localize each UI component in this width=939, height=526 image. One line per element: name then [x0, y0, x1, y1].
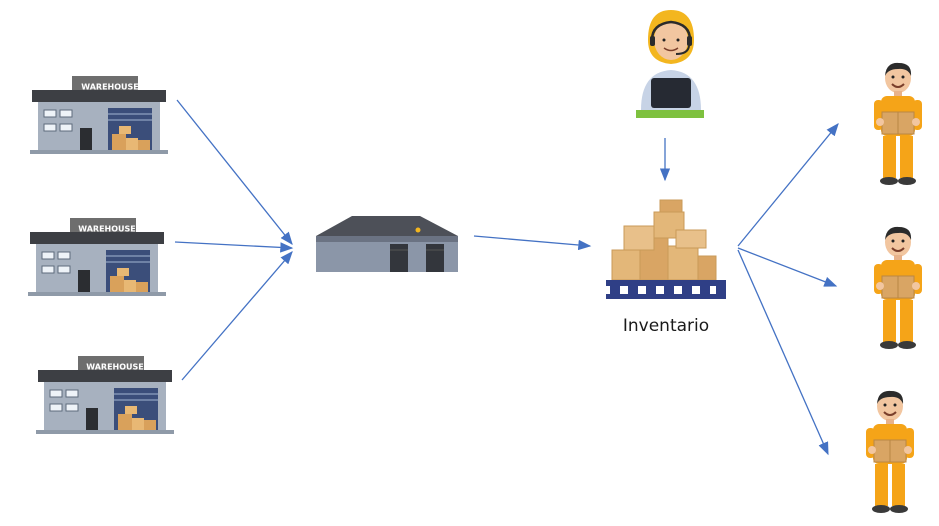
- inventory-label: Inventario: [622, 316, 710, 336]
- flow-arrows: [174, 99, 839, 456]
- arrow-warehouse1-to-center: [176, 99, 293, 246]
- arrow-warehouse2-to-center: [174, 241, 294, 253]
- warehouse-sign: WAREHOUSE: [78, 225, 136, 234]
- arrow-inventory-to-worker1: [737, 122, 839, 247]
- delivery-worker-icon: [873, 225, 923, 350]
- arrow-inventory-to-worker2: [737, 247, 838, 287]
- distribution-center-icon: [316, 216, 458, 272]
- delivery-worker-icon: [873, 61, 923, 186]
- arrow-center-to-inventory: [473, 235, 592, 251]
- arrow-warehouse3-to-center: [181, 251, 293, 381]
- arrow-inventory-to-worker3: [737, 249, 829, 456]
- delivery-worker-icon: [865, 389, 915, 514]
- warehouse-sign: WAREHOUSE: [81, 83, 139, 92]
- warehouse-sign: WAREHOUSE: [86, 363, 144, 372]
- customer-service-agent-icon: [636, 10, 704, 118]
- inventory-boxes-icon: [606, 199, 726, 299]
